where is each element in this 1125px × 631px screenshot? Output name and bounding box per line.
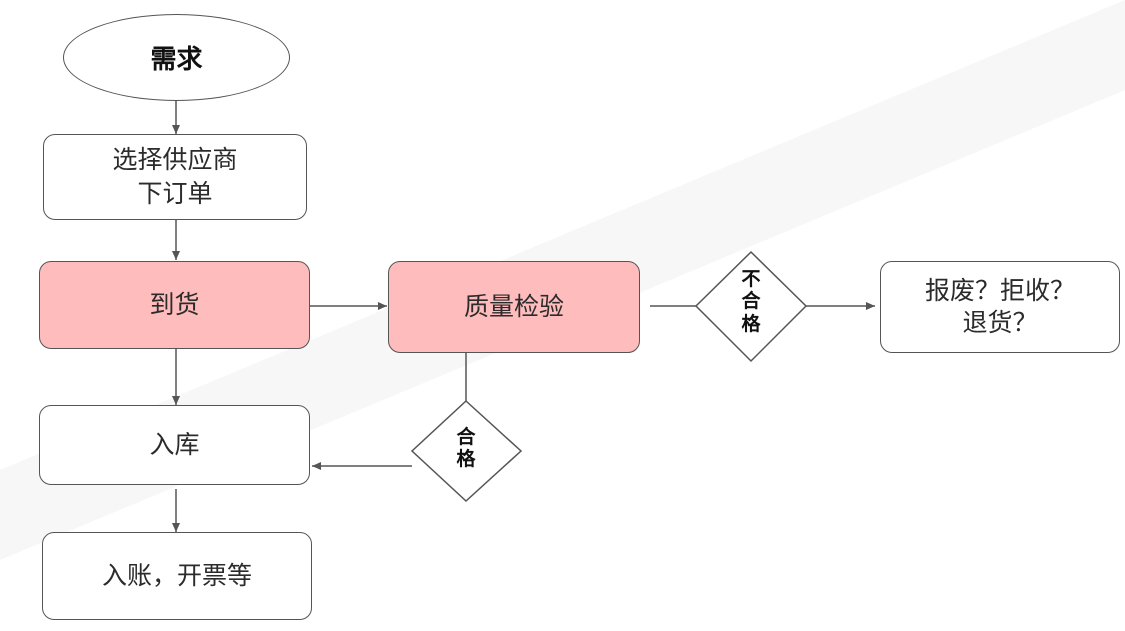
step-reject-actions: 报废？拒收？ 退货？ xyxy=(880,261,1120,353)
step-accounting-label: 入账，开票等 xyxy=(101,561,252,591)
decision-pass-label: 合 格 xyxy=(456,426,476,471)
step-choose-supplier-label: 选择供应商 下订单 xyxy=(112,145,238,208)
step-choose-supplier: 选择供应商 下订单 xyxy=(43,134,307,220)
step-arrival-label: 到货 xyxy=(149,290,200,320)
step-arrival: 到货 xyxy=(39,261,310,349)
decision-pass-diamond xyxy=(410,399,523,503)
start-node: 需求 xyxy=(63,14,290,101)
step-quality-inspection-label: 质量检验 xyxy=(463,292,564,322)
step-reject-actions-label: 报废？拒收？ 退货？ xyxy=(924,275,1075,338)
decision-fail-label: 不 合 格 xyxy=(741,268,761,335)
step-accounting: 入账，开票等 xyxy=(42,532,312,620)
step-warehousing-label: 入库 xyxy=(149,430,200,460)
start-node-label: 需求 xyxy=(150,45,203,75)
decision-fail-diamond xyxy=(694,250,808,363)
step-quality-inspection: 质量检验 xyxy=(388,261,640,353)
step-warehousing: 入库 xyxy=(39,405,310,485)
